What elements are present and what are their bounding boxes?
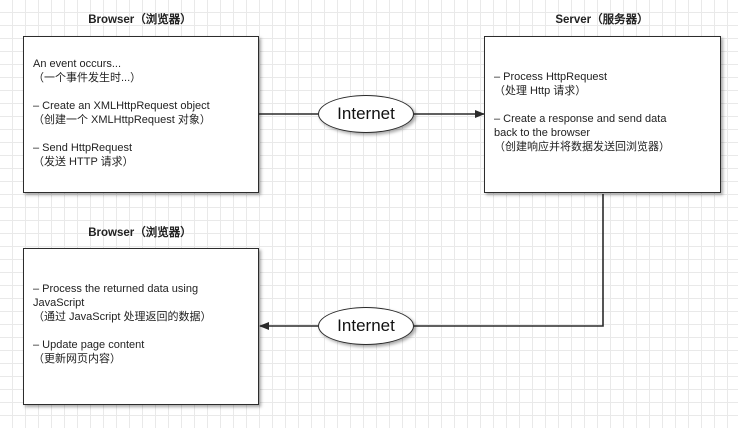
event-text: An event occurs... <box>33 58 122 70</box>
event-text-zh: （一个事件发生时...） <box>33 72 142 84</box>
browser-title-bottom: Browser（浏览器） <box>88 227 192 239</box>
process-request-text-zh: （处理 Http 请求） <box>494 85 587 97</box>
send-request-text: – Send HttpRequest <box>33 142 133 154</box>
browser-box-top: An event occurs... （一个事件发生时...） – Create… <box>23 36 259 193</box>
process-data-text: – Process the returned data using <box>33 283 199 295</box>
create-xhr-text-zh: （创建一个 XMLHttpRequest 对象） <box>33 114 211 126</box>
create-response-text-zh: （创建响应并将数据发送回浏览器） <box>494 141 670 153</box>
process-request-text: – Process HttpRequest <box>494 71 608 83</box>
update-page-text-zh: （更新网页内容） <box>33 353 121 365</box>
internet-node-top: Internet <box>318 95 414 133</box>
server-box: – Process HttpRequest （处理 Http 请求） – Cre… <box>484 36 721 193</box>
browser-box-bottom: – Process the returned data using JavaSc… <box>23 248 259 405</box>
process-data-text-zh: （通过 JavaScript 处理返回的数据） <box>33 311 212 323</box>
internet-node-bottom: Internet <box>318 307 414 345</box>
create-response-text-cont: back to the browser <box>494 127 590 139</box>
process-data-text-cont: JavaScript <box>33 297 85 309</box>
connector-server-to-internet <box>414 194 604 327</box>
browser-title-top: Browser（浏览器） <box>88 14 192 26</box>
spacer <box>33 127 258 141</box>
spacer <box>494 98 720 112</box>
spacer <box>33 324 258 338</box>
create-response-text: – Create a response and send data <box>494 113 667 125</box>
send-request-text-zh: （发送 HTTP 请求） <box>33 156 134 168</box>
spacer <box>33 85 258 99</box>
create-xhr-text: – Create an XMLHttpRequest object <box>33 100 210 112</box>
server-title: Server（服务器） <box>555 14 649 26</box>
update-page-text: – Update page content <box>33 339 145 351</box>
